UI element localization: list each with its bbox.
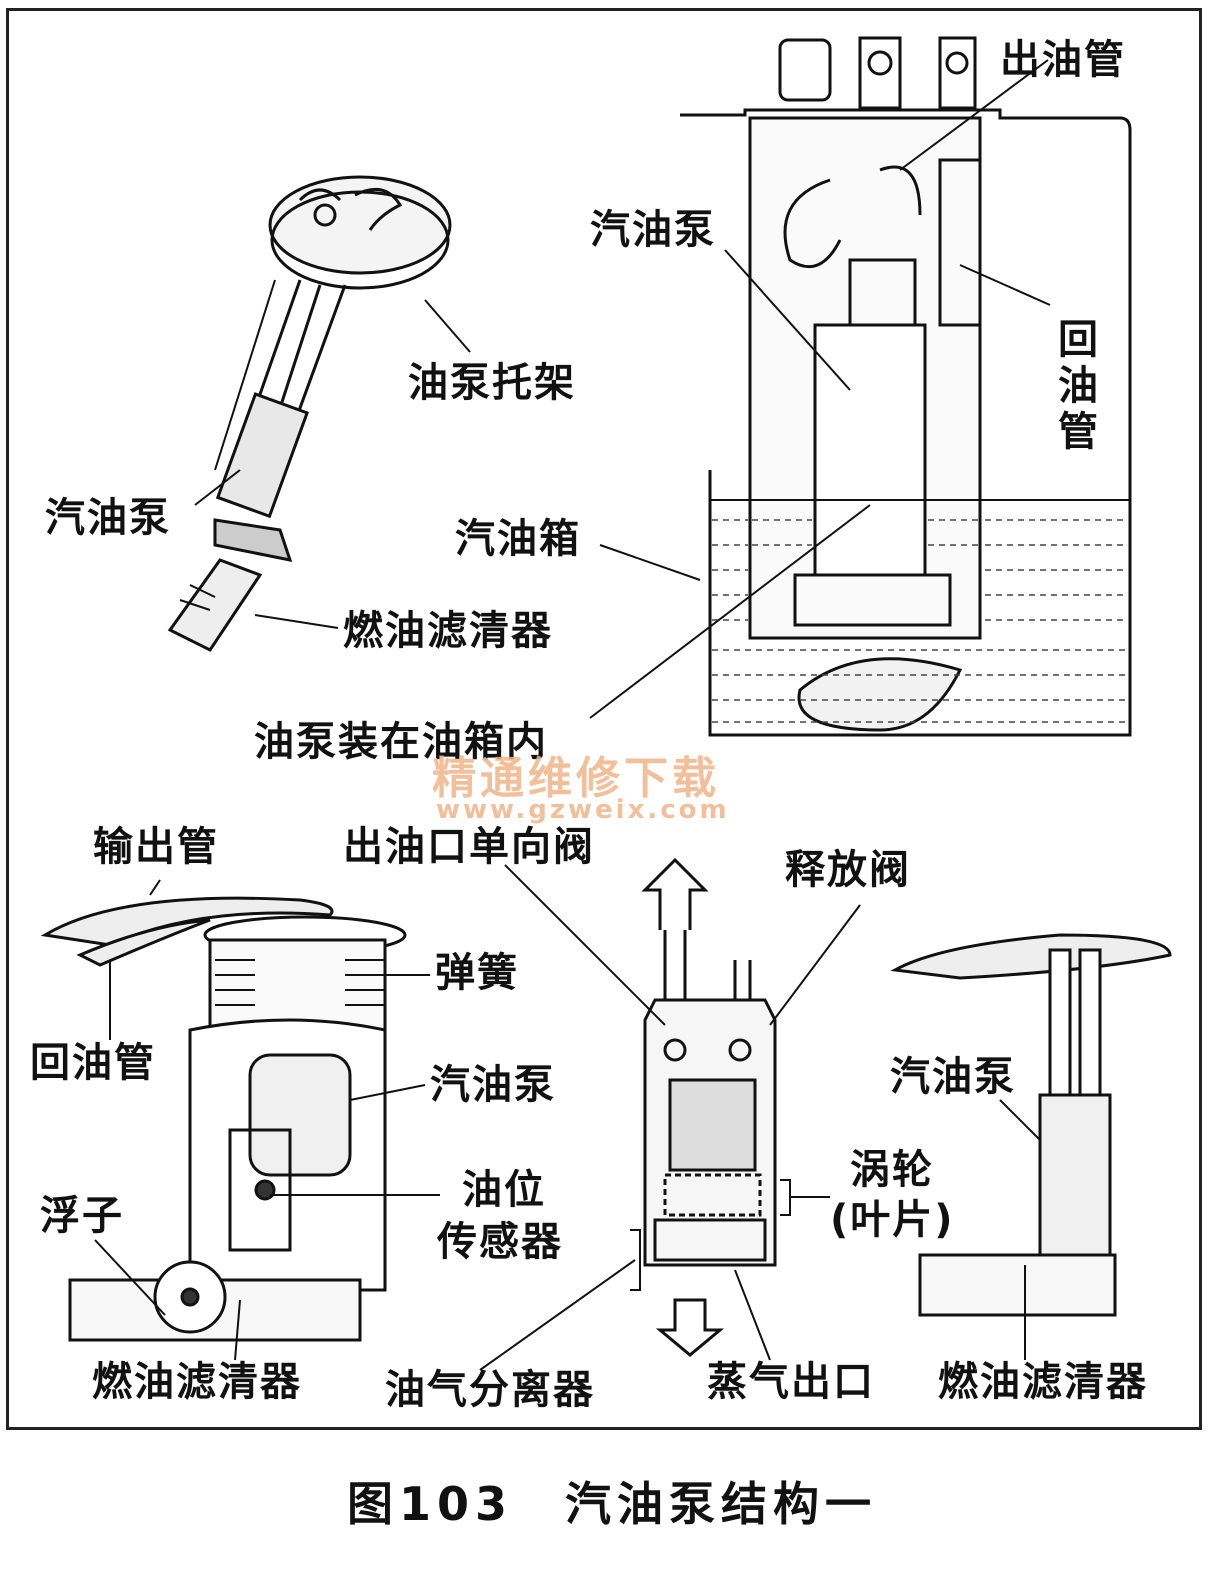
label-output-pipe: 输出管 [93,824,219,870]
leader-return [959,264,1051,306]
label-tr-return-pipe: 回油管 [1051,318,1097,456]
label-bl-pump: 汽油泵 [430,1062,556,1108]
leader-tr-pump [724,249,851,391]
leader-bracket [424,299,471,353]
label-separator: 油气分离器 [385,1367,595,1413]
label-float: 浮子 [40,1193,124,1239]
leader-bl-filter [234,1299,241,1361]
label-pump-bracket: 油泵托架 [408,360,576,406]
leader-separator [479,1259,636,1371]
label-relief-valve: 释放阀 [785,847,911,893]
watermark-url: www.gzweix.com [436,795,730,825]
label-tl-filter: 燃油滤清器 [343,608,553,654]
label-bl-return-pipe: 回油管 [30,1040,156,1086]
leader-in-tank [589,504,871,719]
label-spring: 弹簧 [435,950,519,996]
label-br-filter: 燃油滤清器 [938,1359,1148,1405]
fuel-hatching [712,519,1128,723]
leader-outlet [899,59,1049,171]
leader-output [149,879,161,896]
leader-float [94,1239,166,1316]
leader-bl-pump [349,1084,426,1101]
label-turbine-1: 涡轮 [850,1147,934,1193]
tr-tank [680,36,1132,737]
label-outlet-pipe: 出油管 [1000,37,1126,83]
figure-caption: 图103 汽油泵结构一 [346,1477,878,1531]
leader-tl-pump [194,469,241,506]
label-check-valve: 出油口单向阀 [343,824,595,870]
leader-vapor [734,1269,771,1361]
br-module [890,933,1172,1317]
leader-br-pump [999,1099,1041,1141]
label-bl-filter: 燃油滤清器 [92,1359,302,1405]
tl-pump-assembly [167,175,452,652]
label-vapor-outlet: 蒸气出口 [707,1359,875,1405]
leader-tank [599,544,701,581]
label-tr-pump: 汽油泵 [590,207,716,253]
figure-frame [6,8,1202,1430]
bl-module [40,896,407,1342]
label-level-sensor-2: 传感器 [437,1219,563,1265]
label-level-sensor-1: 油位 [462,1167,546,1213]
leader-check [504,864,666,1026]
leader-turbine [780,1179,830,1216]
label-turbine-2: (叶片) [830,1197,955,1243]
bc-pump-cutaway [641,857,777,1357]
leader-tl-filter [254,614,339,629]
label-in-tank: 油泵装在油箱内 [254,719,548,765]
leader-relief [769,904,861,1026]
label-br-pump: 汽油泵 [890,1054,1016,1100]
watermark-name: 精通维修下载 [432,753,720,804]
label-tl-pump: 汽油泵 [45,495,171,541]
label-tank: 汽油箱 [455,516,581,562]
bracket-separator [630,1229,641,1291]
